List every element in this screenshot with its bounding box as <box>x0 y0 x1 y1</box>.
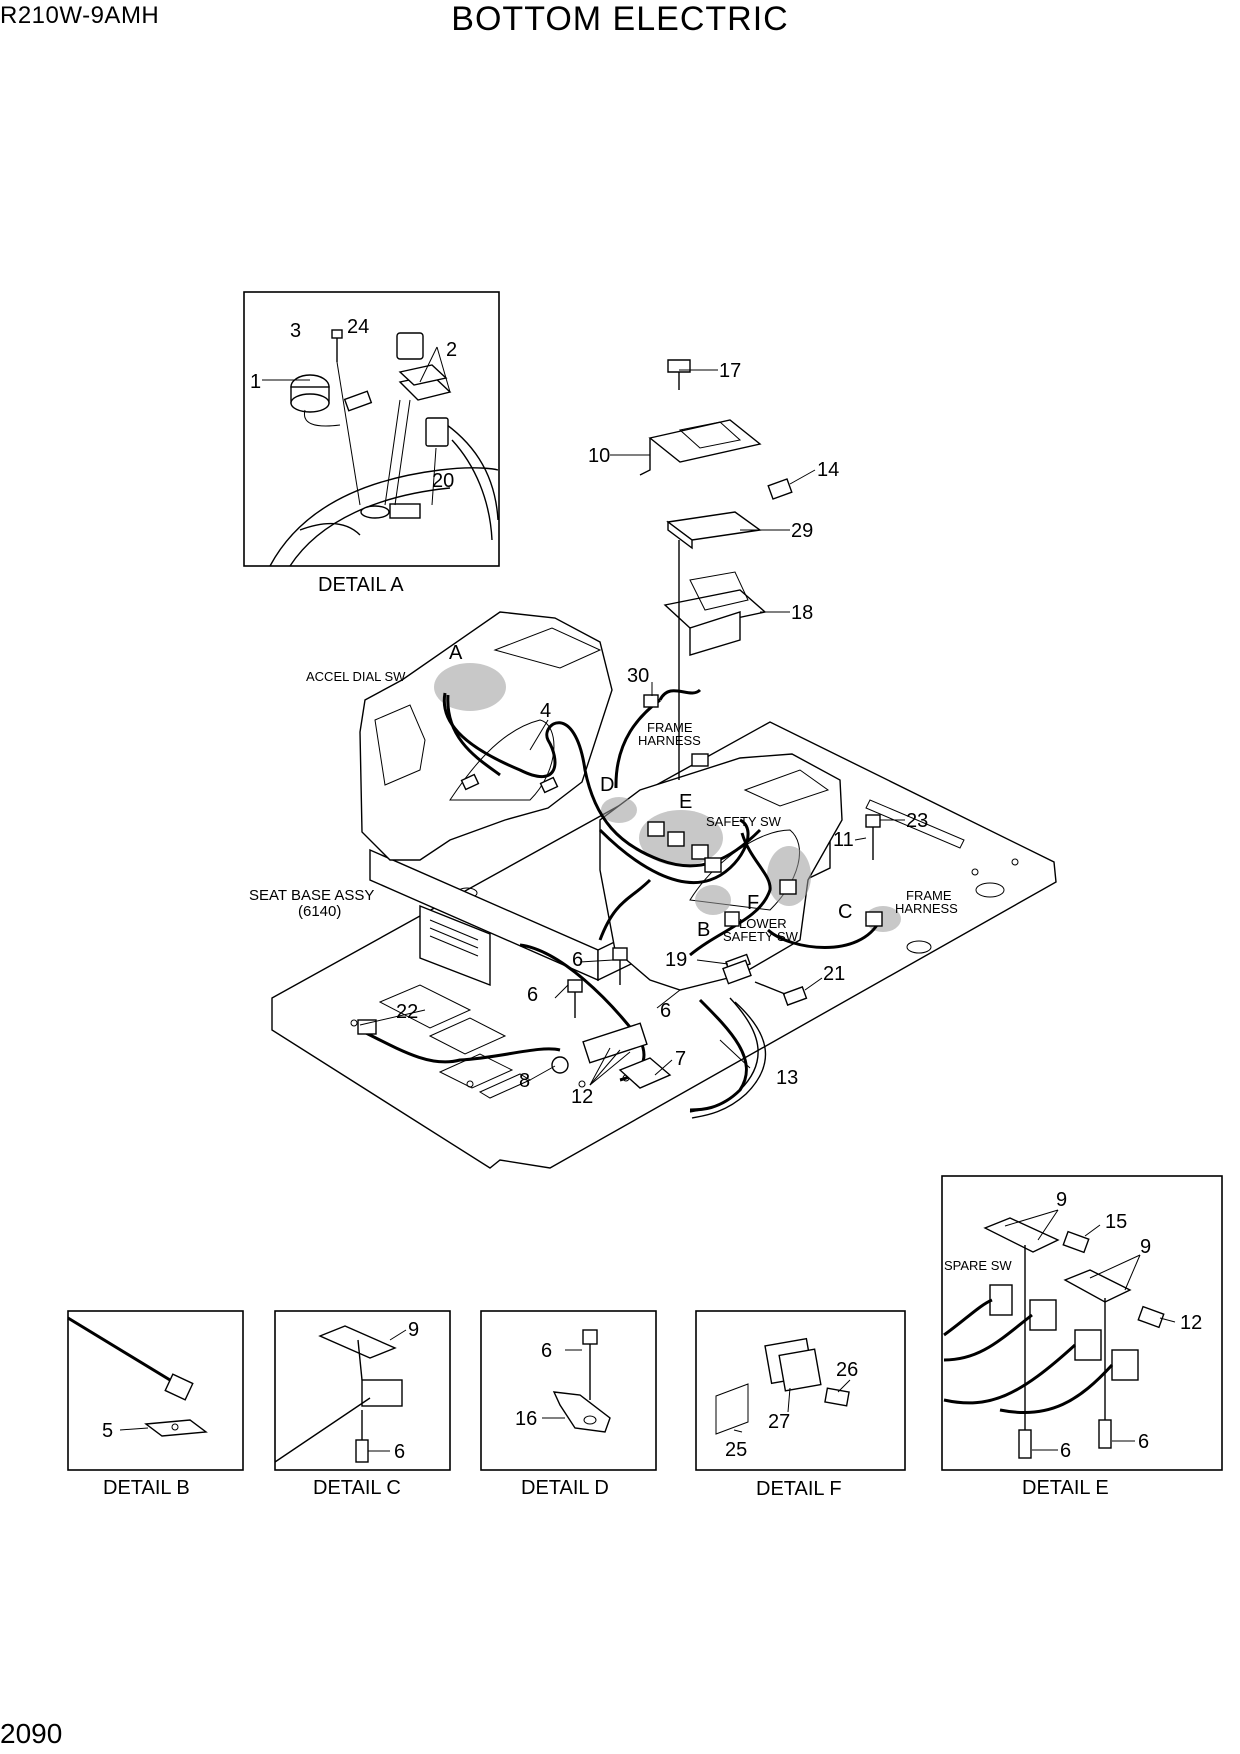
main-assembly: 30 4 17 10 14 29 18 23 11 6 6 6 19 21 22… <box>249 359 1057 1169</box>
label-seat-base: SEAT BASE ASSY <box>249 887 374 904</box>
callout: 26 <box>836 1359 858 1381</box>
callout: 30 <box>627 665 649 687</box>
callout-letter: B <box>697 919 710 941</box>
callout: 9 <box>1056 1189 1067 1211</box>
callout: 9 <box>1140 1236 1151 1258</box>
callout: 7 <box>675 1048 686 1070</box>
callout: 3 <box>290 320 301 342</box>
detail-d: 6 16 DETAIL D <box>480 1310 657 1499</box>
switch-icon <box>1029 1299 1057 1331</box>
callout: 6 <box>1060 1440 1071 1462</box>
accel-dial-icon <box>290 374 373 413</box>
callout: 27 <box>768 1411 790 1433</box>
page-title: BOTTOM ELECTRIC <box>451 0 789 38</box>
callout-letter: A <box>449 642 463 664</box>
callout: 15 <box>1105 1211 1127 1233</box>
callout: 6 <box>541 1340 552 1362</box>
label-spare-sw: SPARE SW <box>944 1258 1012 1273</box>
callout: 6 <box>394 1441 405 1463</box>
connector-icon <box>357 1019 377 1035</box>
callout: 23 <box>906 810 928 832</box>
bracket-10 <box>648 419 762 463</box>
detail-b-frame <box>67 1310 244 1471</box>
callout: 9 <box>408 1319 419 1341</box>
callout: 12 <box>571 1086 593 1108</box>
label-frame-harness: HARNESS <box>638 733 701 748</box>
bolt-icon <box>582 1329 598 1345</box>
callout: 17 <box>719 360 741 382</box>
bolt-14-icon <box>767 478 793 500</box>
callout: 6 <box>527 984 538 1006</box>
label-frame-harness: FRAME <box>906 888 952 903</box>
bracket-icon <box>552 1391 611 1433</box>
label-frame-harness: FRAME <box>647 720 693 735</box>
page-number: 2090 <box>0 1718 63 1749</box>
callout: 4 <box>540 700 551 722</box>
bolt-17-icon <box>667 359 691 373</box>
connector-icon <box>164 1373 194 1401</box>
callout: 1 <box>250 371 261 393</box>
callout: 5 <box>102 1420 113 1442</box>
callout-letter: D <box>600 774 614 796</box>
callout-letter: E <box>679 791 692 813</box>
callout: 19 <box>665 949 687 971</box>
callout: 13 <box>776 1067 798 1089</box>
callout: 2 <box>446 339 457 361</box>
left-console <box>359 611 613 861</box>
callout: 12 <box>1180 1312 1202 1334</box>
callout: 20 <box>432 470 454 492</box>
detail-a: 3 24 2 1 20 DETAIL A <box>243 291 500 596</box>
bracket-icon <box>983 1217 1060 1253</box>
detail-e: 9 15 9 12 6 6 SPARE SW DETAIL E <box>941 1175 1223 1499</box>
detail-f: 26 27 25 DETAIL F <box>695 1310 906 1500</box>
switch-icon <box>1074 1329 1102 1361</box>
label-lower-safety: SAFETY SW <box>723 929 799 944</box>
detail-c: 9 6 DETAIL C <box>274 1310 451 1499</box>
detail-b-caption: DETAIL B <box>103 1477 190 1499</box>
label-seat-base: (6140) <box>298 903 341 920</box>
detail-c-caption: DETAIL C <box>313 1477 401 1499</box>
callout: 6 <box>660 1000 671 1022</box>
callout: 29 <box>791 520 813 542</box>
switch-icon <box>1111 1349 1139 1381</box>
label-accel-dial: ACCEL DIAL SW <box>306 669 406 684</box>
callout: 10 <box>588 445 610 467</box>
callout: 22 <box>396 1001 418 1023</box>
detail-b: 5 DETAIL B <box>67 1310 244 1499</box>
bracket-icon <box>1063 1269 1132 1303</box>
callout: 25 <box>725 1439 747 1461</box>
label-frame-harness: HARNESS <box>895 901 958 916</box>
bolt-icon <box>824 1387 850 1407</box>
callout: 18 <box>791 602 813 624</box>
callout: 24 <box>347 316 369 338</box>
label-lower-safety: LOWER <box>739 916 787 931</box>
detail-e-caption: DETAIL E <box>1022 1477 1109 1499</box>
label-plate-icon <box>715 1383 749 1435</box>
callout-letter: F <box>747 892 759 914</box>
switch-icon <box>361 1379 403 1407</box>
callout: 8 <box>519 1070 530 1092</box>
callout: 16 <box>515 1408 537 1430</box>
label-safety-sw: SAFETY SW <box>706 814 782 829</box>
switch-icon <box>425 417 449 447</box>
detail-d-caption: DETAIL D <box>521 1477 609 1499</box>
floor-plate <box>271 721 1057 1169</box>
callout: 6 <box>1138 1431 1149 1453</box>
callout: 21 <box>823 963 845 985</box>
detail-a-caption: DETAIL A <box>318 574 404 596</box>
detail-e-frame <box>941 1175 1223 1471</box>
detail-a-frame <box>243 291 500 567</box>
callout: 6 <box>572 949 583 971</box>
model-code: R210W-9AMH <box>0 2 160 29</box>
callout: 11 <box>833 829 854 851</box>
switch-knob-icon <box>396 332 424 360</box>
switch-icon <box>989 1284 1013 1316</box>
detail-d-frame <box>480 1310 657 1471</box>
callout-letter: C <box>838 901 852 923</box>
callout: 14 <box>817 459 839 481</box>
detail-f-caption: DETAIL F <box>756 1478 842 1500</box>
